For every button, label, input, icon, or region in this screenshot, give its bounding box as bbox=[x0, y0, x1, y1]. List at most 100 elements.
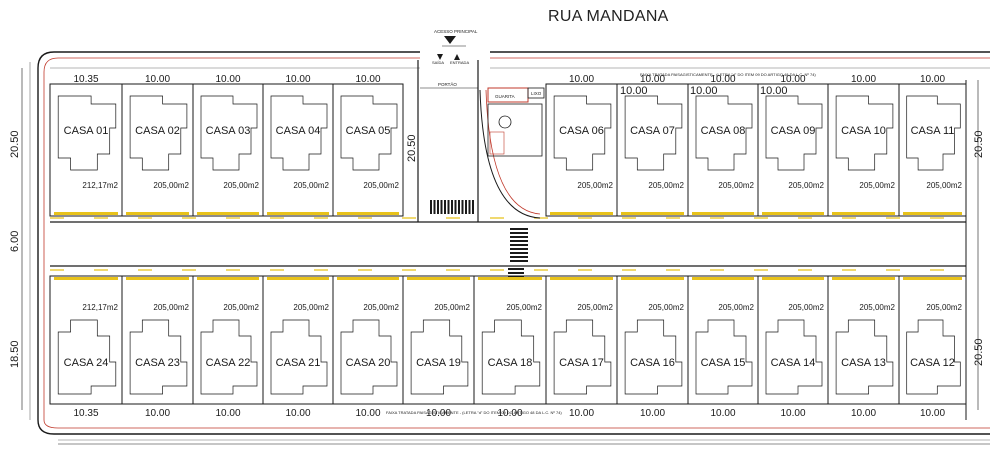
depth-center-dimension: 20.50 bbox=[406, 134, 418, 162]
lot-area: 205,00m2 bbox=[293, 181, 329, 190]
house-outline bbox=[906, 95, 961, 171]
lot-front-dimension: 10.00 bbox=[851, 74, 876, 85]
house-outline bbox=[695, 319, 753, 395]
lot-name: CASA 08 bbox=[701, 125, 746, 137]
lot-front-dimension: 10.00 bbox=[920, 408, 945, 419]
lot-front-dimension: 10.00 bbox=[285, 408, 310, 419]
lot-front-dimension: 10.00 bbox=[215, 74, 240, 85]
lot-front-dimension: 10.00 bbox=[569, 74, 594, 85]
lot-area: 205,00m2 bbox=[577, 303, 613, 312]
house-outline bbox=[200, 95, 258, 171]
inner-dimension: 10.00 bbox=[760, 85, 788, 97]
inner-dimension: 10.00 bbox=[690, 85, 718, 97]
lot-name: CASA 11 bbox=[911, 125, 955, 137]
street-width-dimension: 6.00 bbox=[9, 231, 21, 252]
lot-area: 205,00m2 bbox=[153, 303, 189, 312]
lot-area: 205,00m2 bbox=[788, 181, 824, 190]
lot-boundary bbox=[898, 275, 967, 405]
house-outline bbox=[765, 319, 823, 395]
lot-front-dimension: 10.00 bbox=[780, 74, 805, 85]
depth-right-top-dimension: 20.50 bbox=[973, 130, 985, 158]
lot-area: 205,00m2 bbox=[506, 303, 542, 312]
lot-name: CASA 20 bbox=[346, 357, 391, 369]
house-outline bbox=[340, 95, 398, 171]
dimension-labels: 20.50 6.00 18.50 20.50 20.50 20.50 10.00… bbox=[9, 68, 985, 410]
lot-name: CASA 16 bbox=[630, 357, 675, 369]
lot-area: 205,00m2 bbox=[577, 181, 613, 190]
house-outline bbox=[57, 319, 117, 395]
lot-front-dimension: 10.00 bbox=[215, 408, 240, 419]
lot-boundary bbox=[402, 275, 475, 405]
trash-label: LIXO bbox=[531, 91, 542, 96]
lot-boundary bbox=[121, 275, 194, 405]
lot-area: 205,00m2 bbox=[788, 303, 824, 312]
lot-front-dimension: 10.35 bbox=[73, 408, 98, 419]
arrow-down-icon bbox=[437, 54, 443, 60]
lot-area: 205,00m2 bbox=[434, 303, 470, 312]
lot-front-dimension: 10.00 bbox=[285, 74, 310, 85]
house-outline bbox=[129, 319, 188, 395]
lot: CASA 11 205,00m2 10.00 bbox=[898, 74, 967, 217]
depth-right-bottom-dimension: 20.50 bbox=[973, 338, 985, 366]
lot-front-dimension: 10.00 bbox=[710, 74, 735, 85]
lot-front-dimension: 10.00 bbox=[355, 408, 380, 419]
lot-name: CASA 24 bbox=[64, 357, 109, 369]
lot-area: 205,00m2 bbox=[926, 181, 962, 190]
easement-note-top: FAIXA TRATADA PAISAGISTICAMENTE - (LETRA… bbox=[640, 72, 816, 77]
lot-front-dimension: 10.00 bbox=[426, 408, 451, 419]
lot-area: 205,00m2 bbox=[293, 303, 329, 312]
arrow-up-icon bbox=[454, 54, 460, 60]
lot-front-dimension: 10.00 bbox=[145, 74, 170, 85]
lot-name: CASA 18 bbox=[488, 357, 533, 369]
lot-name: CASA 12 bbox=[910, 357, 955, 369]
lot-boundary bbox=[192, 275, 264, 405]
lot-front-dimension: 10.00 bbox=[920, 74, 945, 85]
house-outline bbox=[340, 319, 398, 395]
lot-area: 205,00m2 bbox=[718, 303, 754, 312]
lot-front-dimension: 10.00 bbox=[497, 408, 522, 419]
lot-front-dimension: 10.00 bbox=[569, 408, 594, 419]
lot-name: CASA 21 bbox=[276, 357, 321, 369]
lot-boundary bbox=[332, 83, 404, 217]
lot-name: CASA 22 bbox=[206, 357, 251, 369]
house-outline bbox=[906, 319, 961, 395]
crosswalk bbox=[430, 200, 474, 214]
lot-name: CASA 19 bbox=[416, 357, 461, 369]
lot-front-dimension: 10.35 bbox=[73, 74, 98, 85]
lot-boundary bbox=[898, 83, 967, 217]
lot-front-dimension: 10.00 bbox=[851, 408, 876, 419]
guardhouse: GUARITA LIXO PORTÃO bbox=[420, 81, 545, 157]
main-access: ACESSO PRINCIPAL SAÍDA ENTRADA bbox=[432, 29, 478, 65]
arrow-down-icon bbox=[444, 36, 456, 44]
depth-bottom-dimension: 18.50 bbox=[9, 340, 21, 368]
lot-name: CASA 15 bbox=[701, 357, 746, 369]
lot-front-dimension: 10.00 bbox=[640, 74, 665, 85]
lot-front-dimension: 10.00 bbox=[640, 408, 665, 419]
house-outline bbox=[553, 95, 612, 171]
internal-street bbox=[50, 60, 966, 278]
gate-label: PORTÃO bbox=[438, 81, 457, 87]
lot-name: CASA 06 bbox=[559, 125, 604, 137]
access-in-label: ENTRADA bbox=[450, 60, 469, 65]
lot-boundary bbox=[262, 275, 334, 405]
lot-front-dimension: 10.00 bbox=[145, 408, 170, 419]
lot-area: 205,00m2 bbox=[153, 181, 189, 190]
lot-area: 205,00m2 bbox=[648, 181, 684, 190]
lot-front-dimension: 10.00 bbox=[780, 408, 805, 419]
lot-name: CASA 05 bbox=[346, 125, 391, 137]
